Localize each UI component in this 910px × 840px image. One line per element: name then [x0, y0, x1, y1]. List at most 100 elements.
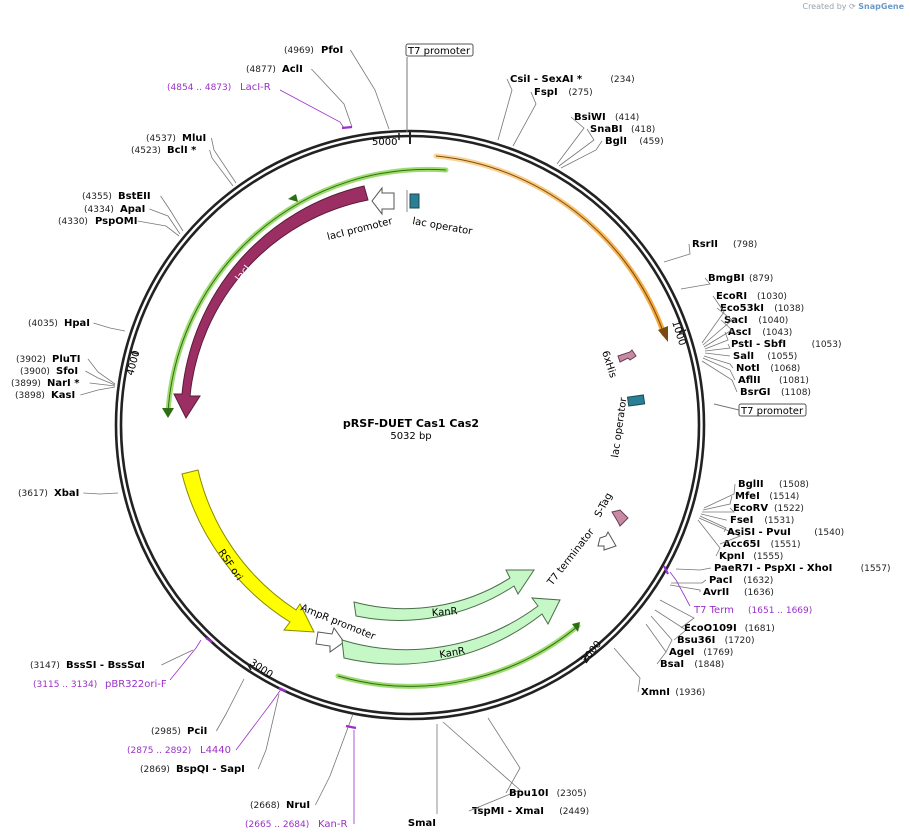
site-37: NotI (1068) [703, 355, 800, 374]
snapgene-logo-icon: ⟳ [849, 2, 856, 11]
orf-arrow-green-3 [572, 622, 580, 632]
credit-brand: SnapGene [858, 2, 904, 11]
site-leader [311, 68, 353, 128]
site-13: (3147)BssSI - BssSαI [30, 649, 194, 671]
tick-4000: 4000 [125, 349, 142, 376]
primer-name: LacI-R [240, 82, 271, 93]
site-pos: (275) [568, 88, 592, 98]
site-40: AscI(1043) [704, 327, 792, 350]
site-28: KpnI(1555) [697, 519, 783, 562]
site-leader [680, 277, 711, 290]
site-name: BsrGI [740, 387, 770, 398]
primer-mark [205, 637, 213, 643]
feature-label-lac-operator-1: lac operator [411, 216, 473, 238]
tick-label-5000: 5000 [372, 137, 397, 148]
site-pos: (1108) [781, 388, 811, 398]
plasmid-name: pRSF-DUET Cas1 Cas2 [343, 417, 479, 430]
primer-4: T7 Term(1651 .. 1669) [663, 565, 812, 616]
site-pos: (3898) [15, 391, 45, 401]
site-name: MluI [182, 133, 206, 144]
feature-lacI [173, 185, 369, 420]
site-pos: (1068) [770, 364, 800, 374]
site-name: PstI - SbfI [731, 339, 786, 350]
site-leader [703, 483, 736, 509]
site-leader [211, 137, 237, 184]
site-pos: (1522) [774, 504, 804, 514]
site-pos: (1081) [779, 376, 809, 386]
feature-KanR-2 [341, 597, 561, 665]
site-name: SnaBI [590, 124, 622, 135]
site-pos: (2449) [559, 807, 589, 817]
primers: (4854 .. 4873)LacI-R(3115 .. 3134)pBR322… [33, 82, 812, 830]
site-leader [87, 358, 116, 385]
site-name: KasI [51, 390, 75, 401]
site-pos: (1848) [694, 660, 724, 670]
site-name: SacI [724, 315, 748, 326]
site-leader [216, 678, 245, 732]
site-leader [654, 609, 687, 641]
site-pos: (1053) [812, 340, 842, 350]
site-pos: (1720) [725, 636, 755, 646]
site-leader [675, 567, 712, 571]
primer-name: pBR322ori-F [105, 679, 167, 690]
site-pos: (4355) [82, 192, 112, 202]
site-leader [650, 615, 673, 653]
site-leader [257, 693, 280, 770]
site-pos: (1540) [814, 528, 844, 538]
feature-S-Tag [611, 509, 629, 527]
site-name: EcoO109I [684, 623, 737, 634]
feature-label-lacI-promoter: lacI promoter [326, 216, 394, 243]
primer-2: (2875 .. 2892)L4440 [127, 686, 287, 756]
site-10: (3899)NarI * [11, 378, 116, 389]
site-41: SacI (1040) [703, 315, 788, 348]
site-pos: (1040) [758, 316, 788, 326]
snapgene-credit: Created by ⟳ SnapGene [802, 2, 904, 11]
site-18: TspMI - XmaI(2449) [442, 721, 589, 817]
site-name: Acc65I [723, 539, 760, 550]
primer-3: (2665 .. 2684)Kan-R [245, 724, 357, 830]
site-pos: (1557) [861, 564, 891, 574]
site-leader [702, 307, 733, 346]
feature-KanR-1 [353, 569, 535, 621]
site-pos: (3900) [20, 367, 50, 377]
site-26: PacI(1632) [671, 575, 773, 586]
site-pos: (1038) [774, 304, 804, 314]
primer-mark [341, 125, 353, 130]
site-16: (2668)NruI [250, 713, 354, 811]
site-name: AflII [738, 375, 761, 386]
site-name: NotI [736, 363, 760, 374]
orf-arrow-green-2 [288, 194, 298, 202]
site-leader [613, 647, 641, 693]
site-pos: (3147) [30, 661, 60, 671]
site-44: BmgBI(879) [680, 273, 773, 290]
site-pos: (798) [733, 240, 757, 250]
orf-arrow-orange [658, 326, 668, 342]
site-name: AvrII [703, 587, 729, 598]
site-11: (3898) KasI [15, 386, 116, 401]
site-name: Bpu10I [509, 788, 549, 799]
site-leader [702, 495, 733, 511]
site-pos: (1030) [757, 292, 787, 302]
site-leader [702, 507, 735, 513]
site-pos: (3617) [18, 489, 48, 499]
site-pos: (1508) [779, 480, 809, 490]
orf-arc-green-kan-core [337, 625, 579, 687]
feature-6xHis [617, 349, 637, 363]
site-name: PfoI [321, 45, 343, 56]
site-pos: (2985) [151, 727, 181, 737]
site-pos: (1551) [771, 540, 801, 550]
site-leader [161, 649, 194, 666]
site-name: BsiWI [574, 112, 606, 123]
site-3: (4523)BclI * [131, 145, 234, 187]
site-leader [209, 149, 234, 187]
site-leader [89, 382, 116, 387]
site-38: SalI(1055) [704, 351, 797, 362]
site-pos: (2668) [250, 801, 280, 811]
feature-label-T7-promoter-2: T7 promoter [740, 406, 804, 417]
site-19: Bpu10I(2305) [487, 717, 587, 799]
site-name: RsrII [692, 239, 718, 250]
site-name: BstEII [118, 191, 151, 202]
site-pos: (1681) [745, 624, 775, 634]
feature-label-S-Tag: S-Tag [593, 491, 615, 519]
